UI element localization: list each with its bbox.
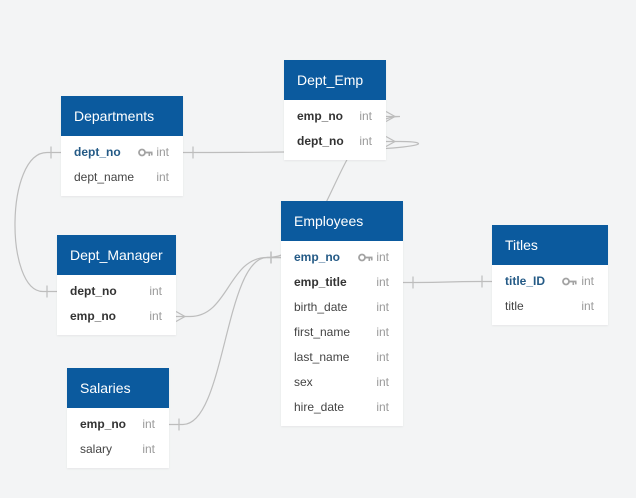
relationship-line (14, 151, 61, 293)
field-name: emp_no (294, 250, 341, 264)
field-type: int (376, 325, 389, 339)
field-name: hire_date (294, 400, 345, 414)
field-row[interactable]: title int (492, 294, 608, 319)
field-type: int (156, 170, 169, 184)
field-row[interactable]: last_name int (281, 345, 403, 370)
field-name: emp_title (294, 275, 347, 289)
field-row[interactable]: salary int (67, 437, 169, 462)
field-type: int (142, 417, 155, 431)
field-row[interactable]: emp_no int (284, 104, 386, 129)
table-title[interactable]: Dept_Emp (284, 60, 386, 100)
field-row[interactable]: emp_no int (67, 412, 169, 437)
field-type: int (376, 275, 389, 289)
field-type: int (142, 442, 155, 456)
field-type: int (149, 309, 162, 323)
field-row[interactable]: dept_name int (61, 165, 183, 190)
relationship-line (176, 256, 281, 318)
relationship-line (403, 280, 492, 284)
field-row[interactable]: emp_title int (281, 270, 403, 295)
field-name: title (505, 299, 524, 313)
field-row[interactable]: emp_no int (57, 304, 176, 329)
field-type: int (581, 274, 594, 288)
field-row[interactable]: sex int (281, 370, 403, 395)
field-type: int (156, 145, 169, 159)
table-title[interactable]: Departments (61, 96, 183, 136)
field-type: int (376, 250, 389, 264)
many-marker (175, 310, 187, 323)
field-row[interactable]: hire_date int (281, 395, 403, 420)
field-name: dept_no (297, 134, 344, 148)
field-type: int (359, 109, 372, 123)
field-row[interactable]: dept_no int (61, 140, 183, 165)
field-row[interactable]: first_name int (281, 320, 403, 345)
field-type: int (376, 300, 389, 314)
table-title[interactable]: Salaries (67, 368, 169, 408)
table-title[interactable]: Titles (492, 225, 608, 265)
field-name: dept_name (74, 170, 135, 184)
field-name: emp_no (297, 109, 344, 123)
field-name: dept_no (74, 145, 121, 159)
field-row[interactable]: dept_no int (57, 279, 176, 304)
field-name: sex (294, 375, 313, 389)
table-title[interactable]: Employees (281, 201, 403, 241)
field-row[interactable]: birth_date int (281, 295, 403, 320)
field-name: last_name (294, 350, 350, 364)
field-row[interactable]: title_ID int (492, 269, 608, 294)
field-name: emp_no (80, 417, 127, 431)
key-icon (138, 148, 153, 157)
key-icon (358, 253, 373, 262)
relationship-line (169, 256, 281, 426)
field-type: int (581, 299, 594, 313)
key-icon (562, 277, 577, 286)
field-name: birth_date (294, 300, 348, 314)
field-row[interactable]: dept_no int (284, 129, 386, 154)
field-type: int (149, 284, 162, 298)
field-name: title_ID (505, 274, 546, 288)
many-marker (385, 110, 397, 123)
many-marker (385, 135, 397, 148)
field-row[interactable]: emp_no int (281, 245, 403, 270)
table-title[interactable]: Dept_Manager (57, 235, 176, 275)
field-name: emp_no (70, 309, 117, 323)
field-name: dept_no (70, 284, 117, 298)
field-type: int (376, 350, 389, 364)
field-name: salary (80, 442, 113, 456)
field-type: int (359, 134, 372, 148)
field-name: first_name (294, 325, 351, 339)
field-type: int (376, 400, 389, 414)
field-type: int (376, 375, 389, 389)
